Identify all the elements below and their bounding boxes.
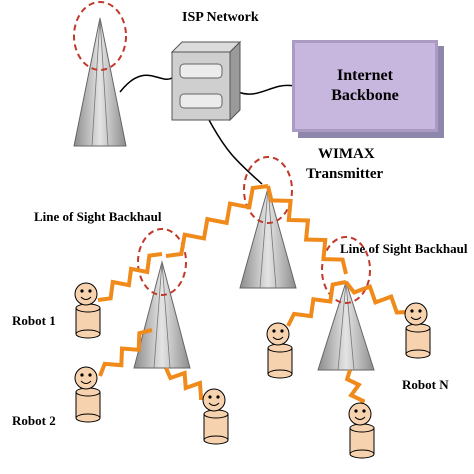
robot-2-label: Robot 2 bbox=[12, 413, 56, 428]
cable-tower-to-isp bbox=[119, 74, 173, 93]
wimax-label-line2: Transmitter bbox=[306, 166, 384, 182]
antenna-tower-icon bbox=[133, 260, 191, 369]
wireless-links bbox=[97, 184, 411, 411]
lightning-bolt-icon bbox=[286, 280, 347, 327]
robots bbox=[74, 282, 431, 459]
signal-ring bbox=[321, 236, 371, 304]
robot-n-label: Robot N bbox=[402, 377, 449, 392]
backbone-label-line1: Internet bbox=[337, 67, 393, 84]
antenna-tower-icon bbox=[239, 186, 297, 289]
cable-isp-to-backbone bbox=[237, 84, 295, 95]
lightning-bolt-icon bbox=[97, 252, 163, 302]
backhaul-right-label: Line of Sight Backhaul bbox=[340, 242, 468, 256]
isp-network-label: ISP Network bbox=[182, 10, 259, 25]
robot-icon bbox=[74, 282, 101, 339]
cable-isp-to-wimax bbox=[207, 117, 263, 185]
robot-icon bbox=[74, 366, 101, 423]
robot-icon bbox=[266, 322, 293, 379]
lightning-bolt-icon bbox=[344, 280, 411, 315]
robot-icon bbox=[404, 302, 431, 359]
lightning-bolt-icon bbox=[164, 367, 213, 401]
lightning-bolt-icon bbox=[266, 185, 348, 275]
lightning-bolt-icon bbox=[98, 328, 153, 377]
signal-ring bbox=[243, 156, 293, 224]
backhaul-left-label: Line of Sight Backhaul bbox=[34, 209, 162, 224]
signal-ring bbox=[137, 228, 187, 296]
signal-ring bbox=[73, 1, 127, 71]
robot-icon bbox=[202, 388, 229, 445]
antenna-tower-icon bbox=[317, 280, 375, 371]
backbone-label-line2: Backbone bbox=[331, 87, 399, 104]
server-icon bbox=[170, 40, 242, 122]
lightning-bolt-icon bbox=[165, 184, 269, 258]
robot-icon bbox=[348, 402, 375, 459]
lightning-bolt-icon bbox=[344, 369, 366, 411]
wimax-label-line1: WIMAX bbox=[318, 146, 375, 162]
robot-1-label: Robot 1 bbox=[12, 313, 56, 328]
antenna-tower-icon bbox=[73, 17, 127, 147]
